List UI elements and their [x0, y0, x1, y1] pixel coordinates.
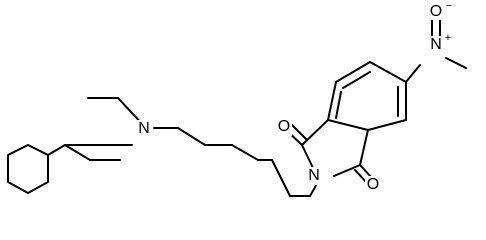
cyclohexyl-ring [7, 144, 49, 194]
atom-imide-n: N [308, 167, 320, 184]
bond-nitro-n-o-single [445, 57, 467, 69]
bond-carbonyl-bottom-a [359, 164, 373, 179]
bond-ring-ch2 [47, 144, 66, 156]
atom-nitro-o: O [430, 3, 442, 20]
bond-chain-6 [271, 159, 291, 197]
bond-ch2-segment [64, 144, 91, 161]
chemical-structure: N N O O N + O − [7, 0, 467, 197]
atom-carbonyl-o-top: O [278, 118, 290, 135]
bond-chain-4 [231, 144, 259, 161]
imide-ring [301, 119, 369, 177]
bond-chain-2 [177, 127, 206, 146]
nitro-n-charge: + [445, 32, 451, 44]
atom-amine-n: N [138, 120, 150, 137]
atom-carbonyl-o-bottom: O [367, 176, 379, 193]
bond-ring-nitro-n [405, 64, 421, 83]
atom-nitro-n: N [430, 36, 442, 53]
bond-carbonyl-top-b [289, 122, 307, 140]
benzene-ring [327, 61, 407, 131]
nitro-o-charge: − [446, 0, 452, 12]
